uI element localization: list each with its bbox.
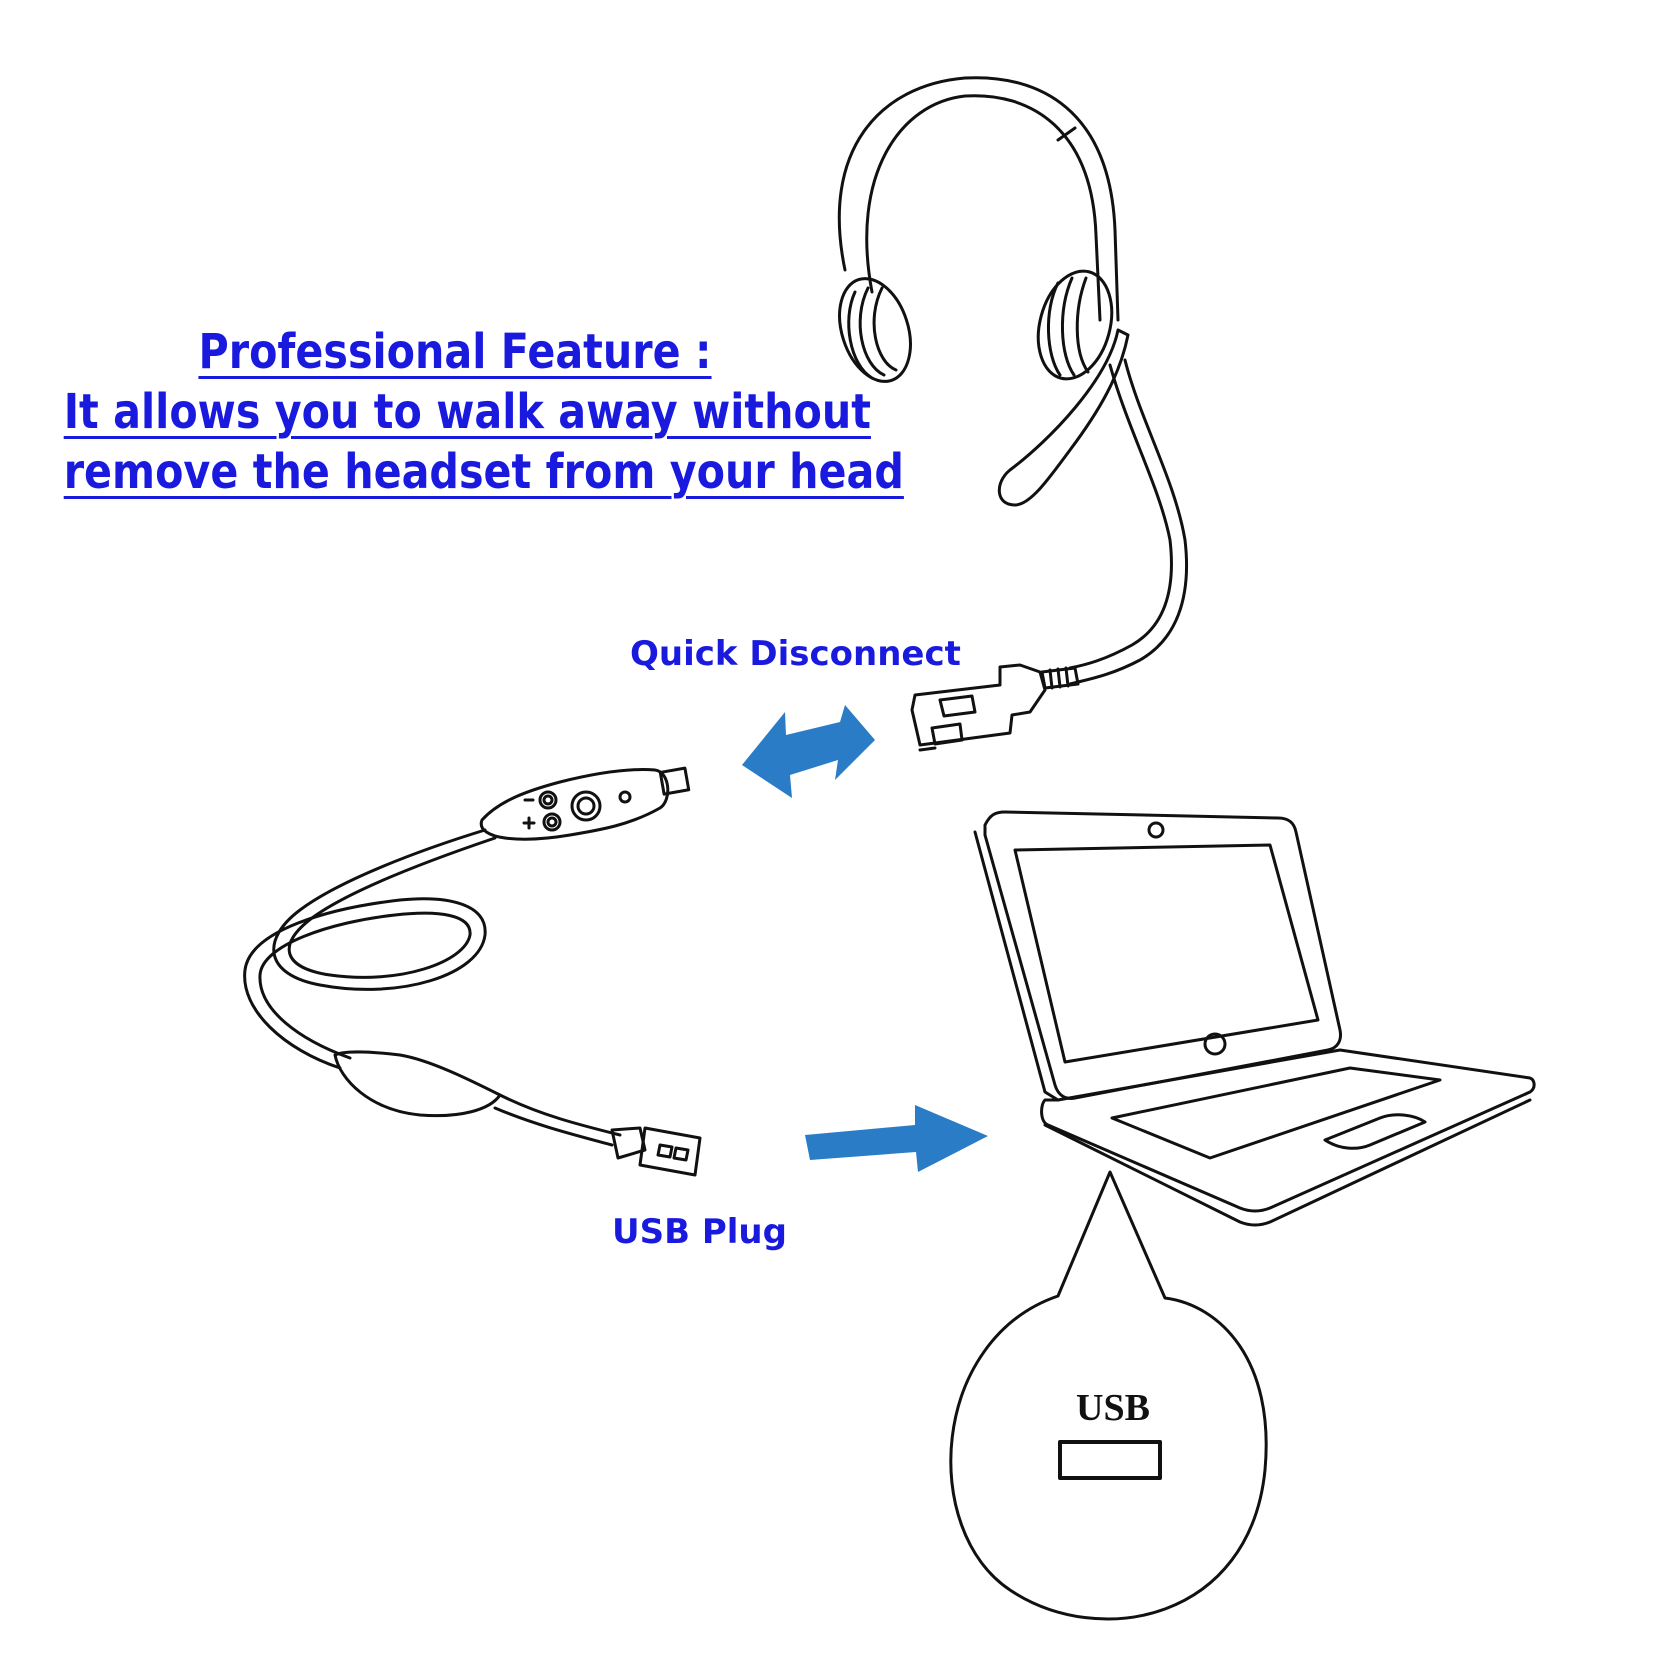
usb-port-label: USB — [1076, 1387, 1150, 1429]
quick-disconnect-label: Quick Disconnect — [630, 634, 961, 674]
left-earcup-icon — [838, 277, 912, 383]
headset-drawing — [837, 76, 1189, 752]
usb-cable-drawing — [243, 766, 702, 1177]
bidirectional-arrow-icon — [742, 705, 875, 798]
right-earcup-icon — [1036, 269, 1114, 381]
inline-controller-icon — [479, 766, 691, 841]
laptop-drawing — [949, 810, 1536, 1621]
quick-disconnect-connector-icon — [910, 663, 1080, 752]
feature-heading: Professional Feature : It allows you to … — [0, 322, 910, 502]
heading-line-3: remove the headset from your head — [63, 444, 904, 500]
usb-port-callout — [949, 1170, 1268, 1621]
usb-plug-label: USB Plug — [612, 1212, 787, 1252]
heading-line-1: Professional Feature : — [198, 324, 712, 380]
mic-boom-icon — [997, 328, 1189, 686]
usb-plug-icon — [610, 1126, 702, 1177]
heading-line-2: It allows you to walk away without — [63, 384, 871, 440]
right-arrow-icon — [805, 1105, 988, 1172]
